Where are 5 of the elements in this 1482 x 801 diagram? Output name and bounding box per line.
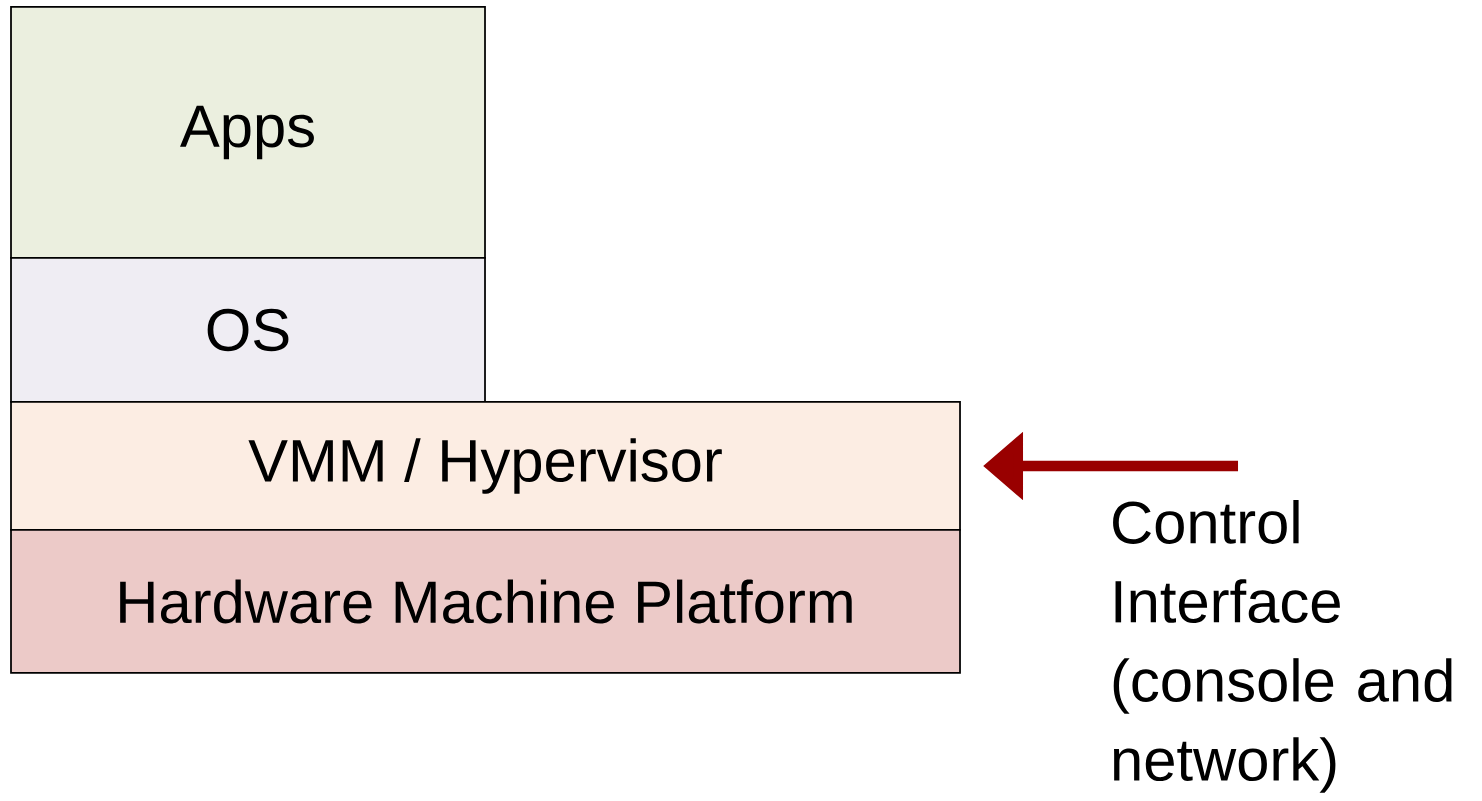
layer-box: Hardware Machine Platform	[10, 529, 961, 674]
layer-box: Apps	[10, 6, 486, 259]
layer-box: OS	[10, 257, 486, 403]
layer-box: VMM / Hypervisor	[10, 401, 961, 531]
label-text: Control Interface (console and network)	[1113, 500, 1452, 793]
